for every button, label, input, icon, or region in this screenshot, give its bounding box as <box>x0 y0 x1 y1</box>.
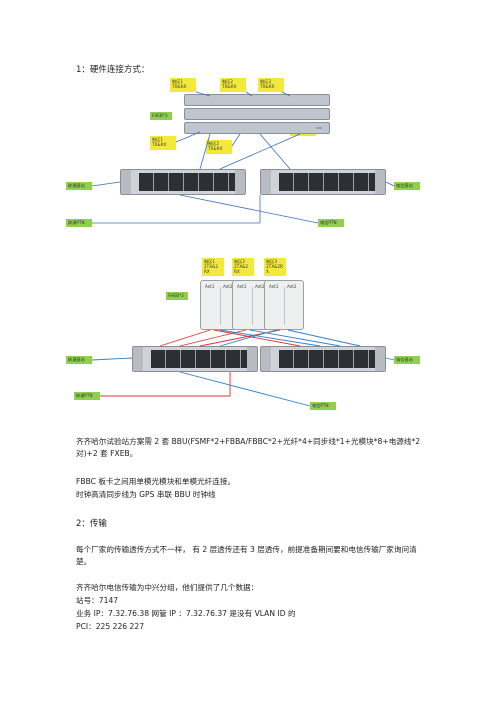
bbu-unicom <box>120 169 246 195</box>
sector-label: 制区1 2TX&2 RX <box>202 258 224 276</box>
fheb-rru-3: Ant1 Ant2 <box>264 280 304 330</box>
hardware-diagram-2: 制区1 2TX&2 RX 制区2 2TX&2 RX 制区3 2TX&2R X F… <box>60 250 440 415</box>
site-label-telecom: 电信基站 <box>394 356 420 364</box>
connection-lines <box>91 91 395 224</box>
sector-label: 制区2 TX&RX <box>220 78 246 92</box>
sector-label: 制区3 TX&RX <box>258 78 284 92</box>
ptn-label-telecom: 电信PTN <box>310 402 336 410</box>
connection-lines <box>91 329 395 407</box>
bbu-telecom <box>260 169 386 195</box>
fxeb-unit <box>184 94 330 106</box>
site-label-unicom: 联通基站 <box>66 356 92 364</box>
fxeb-unit <box>184 108 330 120</box>
bbu-unicom <box>132 346 258 372</box>
paragraph-pci: PCI：225 226 227 <box>76 622 145 631</box>
ptn-label-unicom: 联通PTN <box>66 219 92 227</box>
sector-label: 制区1 TX&RX <box>170 78 196 92</box>
fxeb-unit <box>184 122 330 134</box>
paragraph-transport: 每个厂家的传输透传方式不一样， 有 2 层透传还有 3 层透传，前提准备期间要和… <box>76 545 417 566</box>
paragraph-site-id: 站号：7147 <box>76 596 119 605</box>
section-heading-transport: 2：传输 <box>76 519 107 529</box>
paragraph-clock: 时钟高清同步线为 GPS 串联 BBU 时钟线 <box>76 490 216 499</box>
paragraph-bbu-plan: 齐齐哈尔试验站方案需 2 套 BBU(FSMF*2+FBBA/FBBC*2+光纤… <box>76 437 421 458</box>
paragraph-zte: 齐齐哈尔电信传输为中兴分组，他们提供了几个数据： <box>76 583 259 592</box>
ptn-label-telecom: 电信PTN <box>318 219 344 227</box>
ptn-label-unicom: 联通PTN <box>74 392 100 400</box>
paragraph-ip: 业务 IP：7.32.76.38 网管 IP ：7.32.76.37 是没有 V… <box>76 609 296 618</box>
sector-label: 制区2 2TX&2 RX <box>232 258 254 276</box>
device-label-fheb: FHEB*3 <box>166 292 188 300</box>
sector-label: 制区3 2TX&2R X <box>264 258 286 276</box>
site-label-unicom: 联通基站 <box>66 182 92 190</box>
sector-label: 制区1 TX&RX <box>150 136 176 150</box>
paragraph-fbbc: FBBC 板卡之间用单模光模块和单模光纤连接。 <box>76 477 236 486</box>
hardware-diagram-1: 制区1 TX&RX 制区2 TX&RX 制区3 TX&RX FXEB*3 制区1… <box>60 72 440 234</box>
device-label-fxeb: FXEB*3 <box>150 112 172 120</box>
bbu-telecom <box>260 346 386 372</box>
section-heading-hardware: 1：硬件连接方式： <box>76 65 150 75</box>
sector-label: 制区2 TX&RX <box>206 140 232 154</box>
site-label-telecom: 电信基站 <box>394 182 420 190</box>
